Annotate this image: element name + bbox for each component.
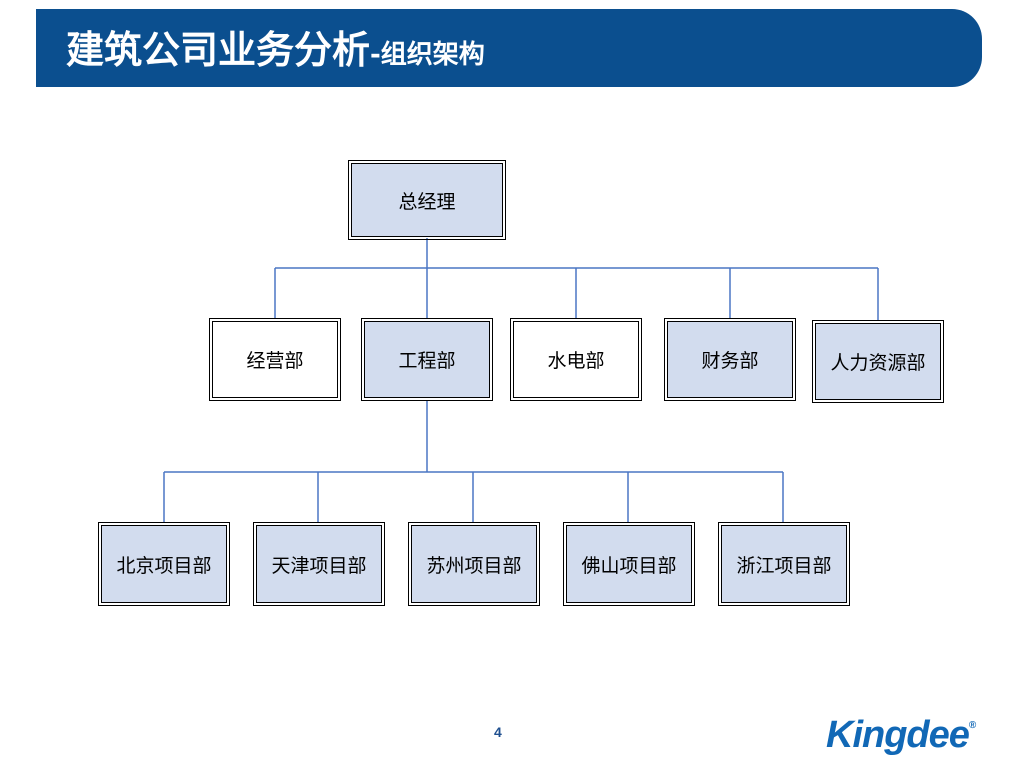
title-sub: -组织架构 [370,40,485,70]
node-project-foshan: 佛山项目部 [563,522,695,606]
node-dept-hr: 人力资源部 [812,320,944,403]
node-dept-engineering: 工程部 [361,318,493,401]
registered-mark: ® [968,720,976,731]
node-dept-finance: 财务部 [664,318,796,401]
title-main: 建筑公司业务分析 [66,28,371,72]
title-banner: 建筑公司业务分析-组织架构 [36,9,982,87]
page-number: 4 [494,724,502,740]
kingdee-logo: Kingdee® [826,714,976,757]
node-project-beijing: 北京项目部 [98,522,230,606]
node-dept-hydropower: 水电部 [510,318,642,401]
brand-text: Kingdee [826,714,970,756]
node-project-zhejiang: 浙江项目部 [718,522,850,606]
node-general-manager: 总经理 [348,160,506,240]
node-project-tianjin: 天津项目部 [253,522,385,606]
page-title: 建筑公司业务分析-组织架构 [66,19,485,74]
node-project-suzhou: 苏州项目部 [408,522,540,606]
node-dept-business: 经营部 [209,318,341,401]
